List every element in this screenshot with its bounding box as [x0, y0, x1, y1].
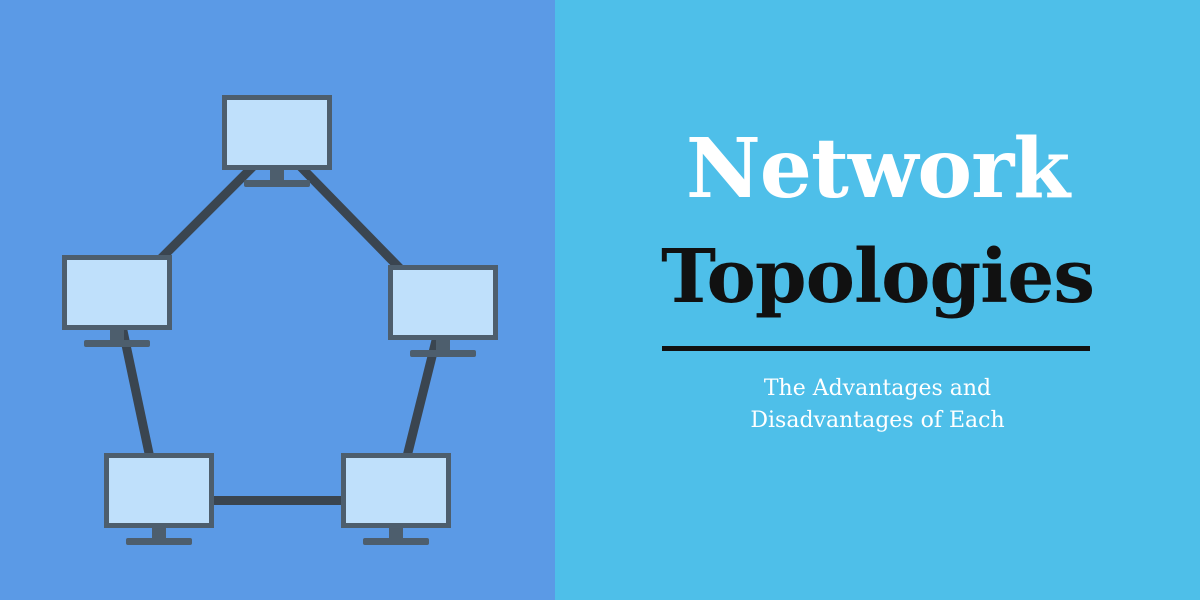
monitor-icon [388, 265, 498, 357]
monitor-icon [222, 95, 332, 187]
diagram-panel [0, 0, 555, 600]
network-nodes [62, 95, 498, 545]
monitor-screen [393, 270, 493, 335]
ring-topology-diagram [62, 95, 498, 545]
monitor-neck [110, 330, 124, 341]
title-divider [662, 346, 1090, 351]
title-topologies: Topologies [660, 234, 1095, 320]
computer-bottom-right [341, 453, 451, 545]
monitor-base [244, 180, 310, 187]
monitor-screen [227, 100, 327, 165]
computer-left [62, 255, 172, 347]
computer-top [222, 95, 332, 187]
monitor-screen [346, 458, 446, 523]
monitor-neck [389, 528, 403, 539]
monitor-screen [67, 260, 167, 325]
monitor-base [84, 340, 150, 347]
monitor-neck [270, 170, 284, 181]
monitor-screen [109, 458, 209, 523]
subtitle-line-1: The Advantages and [763, 376, 992, 401]
computer-bottom-left [104, 453, 214, 545]
monitor-base [363, 538, 429, 545]
subtitle: The Advantages and Disadvantages of Each [555, 373, 1200, 437]
monitor-icon [341, 453, 451, 545]
monitor-base [410, 350, 476, 357]
subtitle-line-2: Disadvantages of Each [750, 408, 1005, 433]
title-network: Network [685, 121, 1070, 217]
monitor-neck [152, 528, 166, 539]
title-panel: Network Topologies The Advantages and Di… [555, 0, 1200, 600]
monitor-base [126, 538, 192, 545]
monitor-icon [104, 453, 214, 545]
computer-right [388, 265, 498, 357]
monitor-icon [62, 255, 172, 347]
monitor-neck [436, 340, 450, 351]
